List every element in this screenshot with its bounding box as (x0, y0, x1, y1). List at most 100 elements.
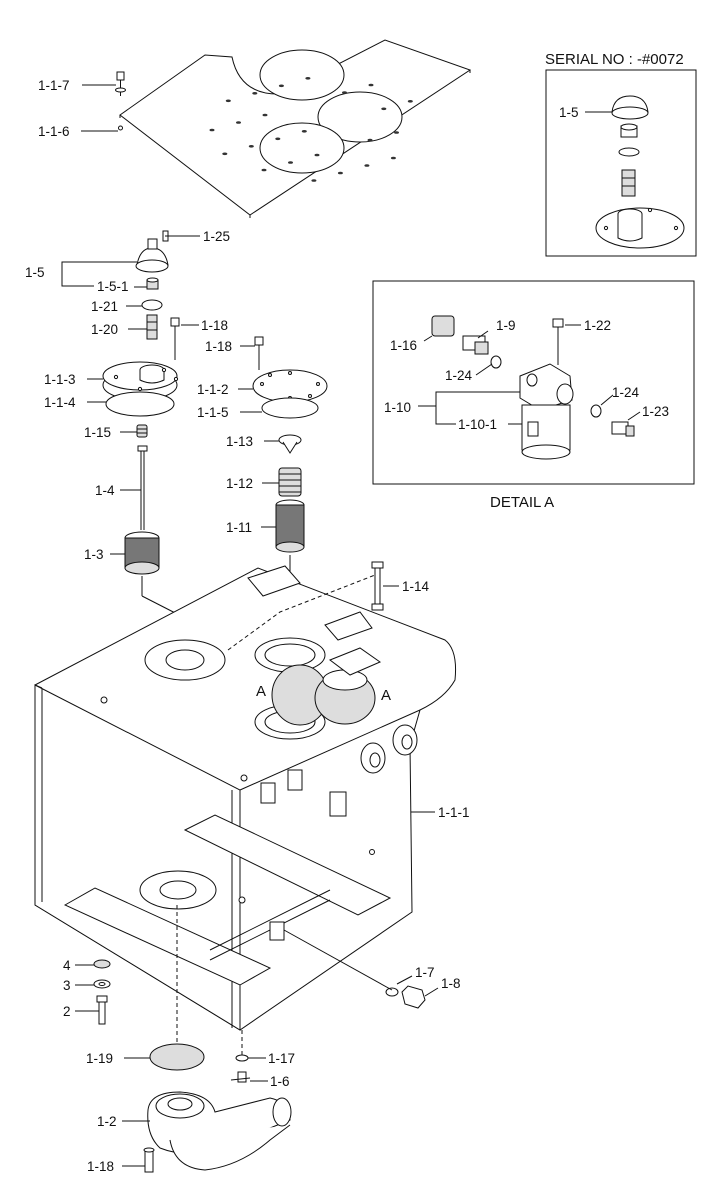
spring-1-12 (278, 467, 302, 497)
plate-hole (305, 77, 311, 80)
label-1-21: 1-21 (91, 299, 118, 314)
bolt-2 (96, 995, 108, 1025)
label-1-23: 1-23 (642, 404, 669, 419)
plate-hole (248, 145, 254, 148)
cover-1-1-2 (252, 369, 328, 403)
label-1-18-c: 1-18 (87, 1159, 114, 1174)
label-1-17: 1-17 (268, 1051, 295, 1066)
plate-hole (261, 168, 267, 172)
serial-inset (545, 69, 697, 257)
label-1-1-2: 1-1-2 (197, 382, 229, 397)
label-1-7: 1-7 (415, 965, 435, 980)
plate-hole (364, 164, 370, 167)
plate-hole (394, 131, 399, 134)
label-1-9: 1-9 (496, 318, 516, 333)
plate-hole (301, 130, 307, 133)
label-1-1-7: 1-1-7 (38, 78, 70, 93)
label-1-1-4: 1-1-4 (44, 395, 76, 410)
plate-hole (278, 84, 284, 88)
spring-1-15 (136, 424, 148, 438)
plate-hole (342, 91, 347, 94)
leader-lines (61, 84, 439, 1167)
plate-hole (222, 152, 228, 156)
drain-plug-1-8 (283, 929, 426, 1009)
bolt-1-18-lower (143, 1147, 155, 1173)
serial-caption: SERIAL NO : -#0072 (545, 51, 684, 68)
bolt-1-1-7 (115, 71, 126, 131)
bolt-1-18-upper (170, 317, 180, 360)
label-1-1-3: 1-1-3 (44, 372, 76, 387)
gasket-1-1-5 (261, 397, 319, 419)
label-1-11: 1-11 (226, 520, 252, 535)
label-1-1-6: 1-1-6 (38, 124, 70, 139)
label-1-3: 1-3 (84, 547, 104, 562)
plate-hole (407, 100, 413, 103)
gasket-1-19 (149, 1043, 205, 1071)
view-marker-a-left: A (256, 683, 266, 700)
view-marker-a-right: A (381, 687, 391, 704)
label-1-6: 1-6 (270, 1074, 290, 1089)
strainer-1-20 (146, 314, 158, 340)
label-1-1-5: 1-1-5 (197, 405, 229, 420)
label-4: 4 (63, 958, 71, 973)
label-1-1-1: 1-1-1 (438, 805, 470, 820)
label-1-18-a: 1-18 (201, 318, 228, 333)
air-breather (135, 230, 178, 273)
label-1-4: 1-4 (95, 483, 115, 498)
adapter-1-5-1 (146, 277, 159, 290)
drain-cock (230, 1030, 251, 1083)
flange-1-1-3 (102, 361, 179, 401)
plate-hole (368, 83, 374, 87)
label-1-8: 1-8 (441, 976, 461, 991)
label-1-10-1: 1-10-1 (458, 417, 497, 432)
plate-hole (311, 179, 317, 182)
valve-1-13 (278, 434, 302, 454)
label-1-24-a: 1-24 (445, 368, 473, 383)
plate-hole (209, 128, 215, 132)
label-1-5-1: 1-5-1 (97, 279, 129, 294)
label-1-20: 1-20 (91, 322, 118, 337)
plate-hole (236, 121, 241, 124)
plate-hole (314, 153, 320, 157)
label-1-25: 1-25 (203, 229, 230, 244)
part-labels: 1-1-7 1-1-6 1-25 1-5 1-5-1 1-21 1-20 1-1… (25, 51, 684, 1174)
cover-plate (119, 39, 472, 218)
o-ring-1-21 (141, 299, 163, 311)
plate-hole (252, 92, 258, 95)
rod-1-4 (137, 445, 148, 530)
plate-hole (390, 156, 396, 160)
label-3: 3 (63, 978, 71, 993)
detail-a-inset (372, 280, 695, 485)
label-serial-1-5: 1-5 (559, 105, 579, 120)
plate-hole (275, 137, 281, 141)
label-1-2: 1-2 (97, 1114, 117, 1129)
label-1-12: 1-12 (226, 476, 253, 491)
plate-hole (337, 171, 343, 175)
label-1-10: 1-10 (384, 400, 411, 415)
bolt-1-18-center (254, 336, 264, 370)
plate-hole (225, 99, 231, 103)
washer-4 (93, 959, 111, 969)
label-1-13: 1-13 (226, 434, 253, 449)
washer-3 (93, 979, 111, 989)
plate-hole (367, 138, 373, 142)
label-1-5: 1-5 (25, 265, 45, 280)
label-1-14: 1-14 (402, 579, 430, 594)
label-1-16: 1-16 (390, 338, 417, 353)
label-1-18-b: 1-18 (205, 339, 232, 354)
hydraulic-tank (34, 565, 456, 1031)
gasket-1-1-4 (105, 391, 175, 417)
label-1-22: 1-22 (584, 318, 611, 333)
plate-hole (288, 161, 293, 164)
plate-hole (381, 107, 387, 111)
label-2: 2 (63, 1004, 71, 1019)
plate-hole (262, 113, 268, 117)
strainer-1-3 (124, 531, 186, 640)
detail-caption: DETAIL A (490, 494, 554, 511)
suction-pipe-1-2 (147, 1091, 292, 1171)
label-1-19: 1-19 (86, 1051, 113, 1066)
label-1-15: 1-15 (84, 425, 111, 440)
level-gauge-1-14 (371, 561, 384, 611)
label-1-24-b: 1-24 (612, 385, 640, 400)
